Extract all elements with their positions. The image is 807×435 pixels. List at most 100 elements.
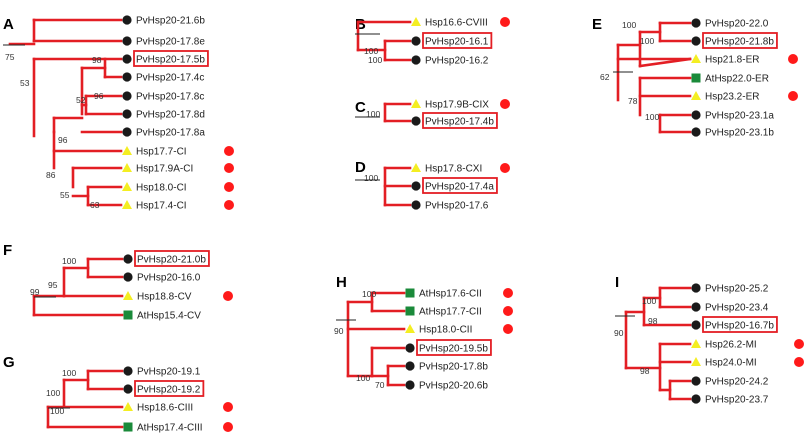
bootstrap-value: 98 — [92, 55, 102, 65]
panel-letter: F — [3, 242, 12, 259]
bootstrap-value: 100 — [366, 109, 380, 119]
black-circle-icon — [411, 181, 421, 191]
bootstrap-value: 100 — [62, 256, 76, 266]
black-circle-icon — [411, 200, 421, 210]
leaf-label: Hsp17.9A-CI — [136, 164, 193, 175]
leaf-label: PvHsp20-17.6 — [425, 201, 489, 212]
leaf-label: Hsp16.6-CVIII — [425, 18, 488, 29]
leaf-label: PvHsp20-17.4a — [425, 182, 494, 193]
green-square-icon — [405, 306, 415, 316]
highlight-box — [422, 32, 493, 49]
bootstrap-value: 75 — [5, 52, 15, 62]
leaf-label: AtHsp17.4-CIII — [137, 423, 203, 434]
highlight-box — [416, 339, 492, 356]
leaf-label: Hsp26.2-MI — [705, 340, 757, 351]
highlight-box — [702, 316, 778, 333]
black-circle-icon — [122, 127, 132, 137]
black-circle-icon — [122, 72, 132, 82]
yellow-triangle-icon — [411, 99, 421, 108]
leaf-label: Hsp23.2-ER — [705, 92, 759, 103]
black-circle-icon — [122, 54, 132, 64]
leaf-label: Hsp24.0-MI — [705, 358, 757, 369]
bootstrap-value: 53 — [20, 78, 30, 88]
black-circle-icon — [691, 376, 701, 386]
red-dot-icon — [788, 91, 798, 101]
red-dot-icon — [788, 54, 798, 64]
yellow-triangle-icon — [122, 146, 132, 155]
leaf-label: PvHsp20-25.2 — [705, 284, 769, 295]
bootstrap-value: 90 — [334, 326, 344, 336]
bootstrap-value: 100 — [368, 55, 382, 65]
bootstrap-value: 100 — [364, 46, 378, 56]
yellow-triangle-icon — [405, 324, 415, 333]
leaf-label: Hsp21.8-ER — [705, 55, 759, 66]
leaf-label: PvHsp20-16.1 — [425, 37, 489, 48]
tree-panel-f: FPvHsp20-21.0bPvHsp20-16.0Hsp18.8-CVAtHs… — [3, 242, 233, 322]
red-dot-icon — [500, 99, 510, 109]
leaf-label: Hsp17.8-CXI — [425, 164, 482, 175]
red-dot-icon — [794, 339, 804, 349]
red-dot-icon — [794, 357, 804, 367]
leaf-label: PvHsp20-17.4c — [136, 73, 204, 84]
bootstrap-value: 90 — [614, 328, 624, 338]
red-dot-icon — [503, 306, 513, 316]
leaf-label: PvHsp20-21.0b — [137, 255, 206, 266]
leaf-label: PvHsp20-17.5b — [136, 55, 205, 66]
bootstrap-value: 100 — [50, 406, 64, 416]
black-circle-icon — [691, 18, 701, 28]
leaf-label: PvHsp20-23.1a — [705, 111, 774, 122]
green-square-icon — [123, 310, 133, 320]
highlight-box — [134, 250, 210, 267]
black-circle-icon — [122, 15, 132, 25]
yellow-triangle-icon — [122, 200, 132, 209]
red-dot-icon — [223, 422, 233, 432]
yellow-triangle-icon — [411, 17, 421, 26]
leaf-label: AtHsp17.7-CII — [419, 307, 482, 318]
bootstrap-value: 96 — [58, 135, 68, 145]
red-dot-icon — [224, 163, 234, 173]
bootstrap-value: 100 — [356, 373, 370, 383]
red-dot-icon — [224, 146, 234, 156]
bootstrap-value: 70 — [375, 380, 385, 390]
leaf-label: AtHsp22.0-ER — [705, 74, 769, 85]
yellow-triangle-icon — [691, 91, 701, 100]
black-circle-icon — [123, 254, 133, 264]
highlight-box — [422, 177, 498, 194]
leaf-label: PvHsp20-21.6b — [136, 16, 205, 27]
yellow-triangle-icon — [411, 163, 421, 172]
bootstrap-value: 55 — [60, 190, 70, 200]
highlight-box — [134, 380, 205, 397]
leaf-label: PvHsp20-17.4b — [425, 117, 494, 128]
red-dot-icon — [224, 200, 234, 210]
red-dot-icon — [503, 288, 513, 298]
yellow-triangle-icon — [691, 339, 701, 348]
leaf-label: PvHsp20-23.4 — [705, 303, 769, 314]
black-circle-icon — [123, 384, 133, 394]
panel-letter: H — [336, 274, 347, 291]
leaf-label: Hsp17.7-CI — [136, 147, 187, 158]
red-dot-icon — [500, 163, 510, 173]
black-circle-icon — [122, 91, 132, 101]
leaf-label: PvHsp20-17.8e — [136, 37, 205, 48]
highlight-box — [422, 112, 498, 129]
red-dot-icon — [503, 324, 513, 334]
leaf-label: PvHsp20-16.7b — [705, 321, 774, 332]
green-square-icon — [691, 73, 701, 83]
bootstrap-value: 98 — [648, 316, 658, 326]
panel-letter: D — [355, 159, 366, 176]
bootstrap-value: 62 — [600, 72, 610, 82]
black-circle-icon — [405, 343, 415, 353]
leaf-label: PvHsp20-16.2 — [425, 56, 489, 67]
black-circle-icon — [122, 36, 132, 46]
black-circle-icon — [123, 272, 133, 282]
black-circle-icon — [411, 36, 421, 46]
panel-letter: A — [3, 16, 14, 33]
bootstrap-value: 100 — [622, 20, 636, 30]
leaf-label: PvHsp20-23.1b — [705, 128, 774, 139]
black-circle-icon — [691, 302, 701, 312]
bootstrap-value: 95 — [48, 280, 58, 290]
